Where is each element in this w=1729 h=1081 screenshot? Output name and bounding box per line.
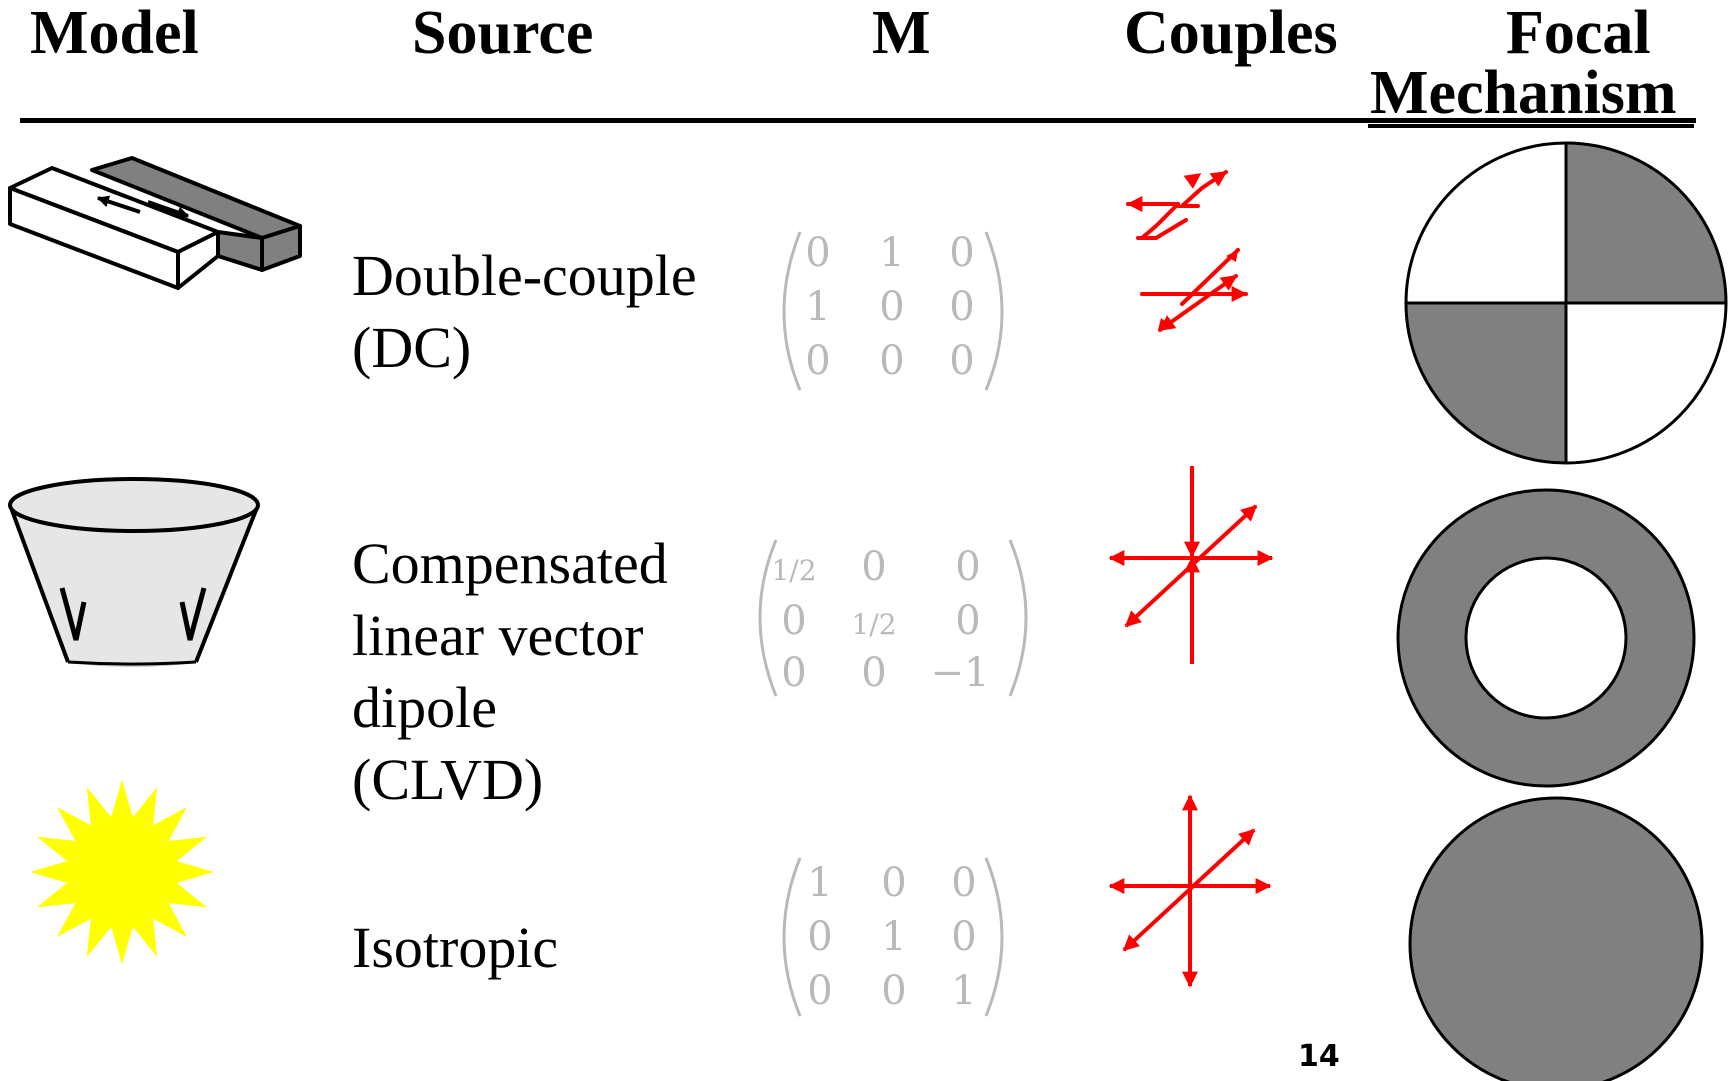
starburst-icon [30,780,214,964]
header-couples: Couples [1124,0,1338,67]
truncated-cone-icon [8,477,260,667]
source-isotropic: Isotropic [352,912,558,984]
matrix-dc-r1c0: 1 [805,284,830,330]
matrix-isotropic: 1 0 0 0 1 0 0 0 1 [782,857,1004,1017]
matrix-clvd-r0c2: 0 [955,544,980,590]
fault-blocks-icon [8,156,302,290]
matrix-clvd-r2c0: 0 [781,650,806,696]
matrix-iso-r2c1: 0 [881,968,906,1014]
matrix-dc-r2c1: 0 [879,338,904,384]
matrix-clvd-r0c1: 0 [861,544,886,590]
matrix-iso-r0c2: 0 [951,860,976,906]
matrix-dc-r2c0: 0 [805,338,830,384]
matrix-dc-r2c2: 0 [949,338,974,384]
double-couple-arrows-icon [1126,170,1248,332]
matrix-dc-r0c0: 0 [805,230,830,276]
matrix-dc-r1c2: 0 [949,284,974,330]
matrix-iso-r0c0: 1 [807,860,832,906]
matrix-clvd-r1c2: 0 [955,598,980,644]
source-dc-line1: Double-couple [352,243,697,308]
quadrant-beachball-icon [1404,141,1728,465]
source-clvd-line1: Compensated [352,531,668,596]
annulus-beachball-icon [1396,488,1696,788]
header-rule [20,118,1696,123]
matrix-iso-r1c0: 0 [807,914,832,960]
matrix-dc-r0c1: 1 [879,230,904,276]
matrix-clvd-r2c2: −1 [931,650,990,696]
matrix-clvd-r1c1: 1/2 [851,608,896,641]
matrix-clvd-r1c0: 0 [781,598,806,644]
matrix-dc: 0 1 0 1 0 0 0 0 0 [782,230,1004,391]
source-clvd-line3: dipole [352,675,497,740]
solid-beachball-icon [1408,796,1704,1081]
source-iso-line1: Isotropic [352,915,559,980]
matrix-clvd-r2c1: 0 [861,650,886,696]
header-focal: Focal [1506,0,1651,67]
matrix-dc-r1c1: 0 [879,284,904,330]
source-clvd-line2: linear vector [352,603,644,668]
matrix-clvd: 1/2 0 0 0 1/2 0 0 0 −1 [758,539,1028,697]
source-dc-line2: (DC) [352,315,472,380]
header-m: M [872,0,931,67]
matrix-clvd-r0c0: 1/2 [771,554,816,587]
matrix-dc-r0c2: 0 [949,230,974,276]
header-source: Source [412,0,594,67]
matrix-iso-r1c2: 0 [951,914,976,960]
source-clvd-line4: (CLVD) [352,747,544,812]
matrix-iso-r0c1: 0 [881,860,906,906]
clvd-arrows-icon [1108,466,1274,664]
page-number: 14 [1298,1039,1340,1074]
matrix-iso-r2c0: 0 [807,968,832,1014]
isotropic-arrows-icon [1108,794,1272,988]
source-dc: Double-couple (DC) [352,240,697,384]
matrix-iso-r1c1: 1 [881,914,906,960]
mechanism-underline [1368,124,1694,128]
matrix-iso-r2c2: 1 [951,968,976,1014]
source-clvd: Compensated linear vector dipole (CLVD) [352,528,668,816]
header-model: Model [30,0,199,67]
header-mechanism: Mechanism [1370,59,1677,127]
